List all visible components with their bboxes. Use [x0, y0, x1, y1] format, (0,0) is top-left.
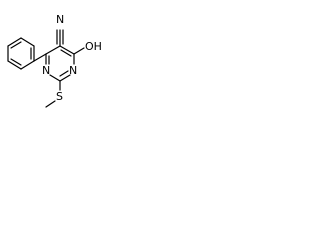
sulfur-methyl-bond: [45, 100, 56, 108]
hydroxyl-bond: [73, 47, 85, 55]
phenyl-bond-4: [20, 60, 35, 70]
phenyl-bond-2: [20, 37, 35, 47]
ring-double-bond-c5-c6: [60, 49, 72, 57]
ring-double-bond-n1-c2: [59, 70, 69, 77]
phenyl-bond-5: [7, 60, 22, 70]
phenyl-bond-1: [7, 37, 22, 47]
phenyl-pyrimidine-bond: [33, 53, 47, 62]
molecule-structure-diagram: N OH N N S: [7, 13, 102, 108]
hydroxyl-label: OH: [85, 40, 102, 53]
ring-bond-c5-c6: [59, 45, 75, 55]
ring-bond-c2-n3: [49, 74, 61, 82]
ring-nitrogen-right-label: N: [69, 64, 77, 77]
phenyl-double-bond-3: [10, 58, 22, 66]
phenyl-ring: [7, 37, 35, 70]
ring-bond-c4-c5: [45, 45, 61, 55]
cyano-nitrogen-label: N: [56, 13, 64, 26]
ring-nitrogen-left-label: N: [42, 64, 50, 77]
sulfur-label: S: [56, 90, 63, 103]
ring-bond-n1-c2: [59, 74, 71, 82]
phenyl-double-bond-1: [10, 41, 22, 49]
pyrimidine-ring: [45, 45, 75, 82]
